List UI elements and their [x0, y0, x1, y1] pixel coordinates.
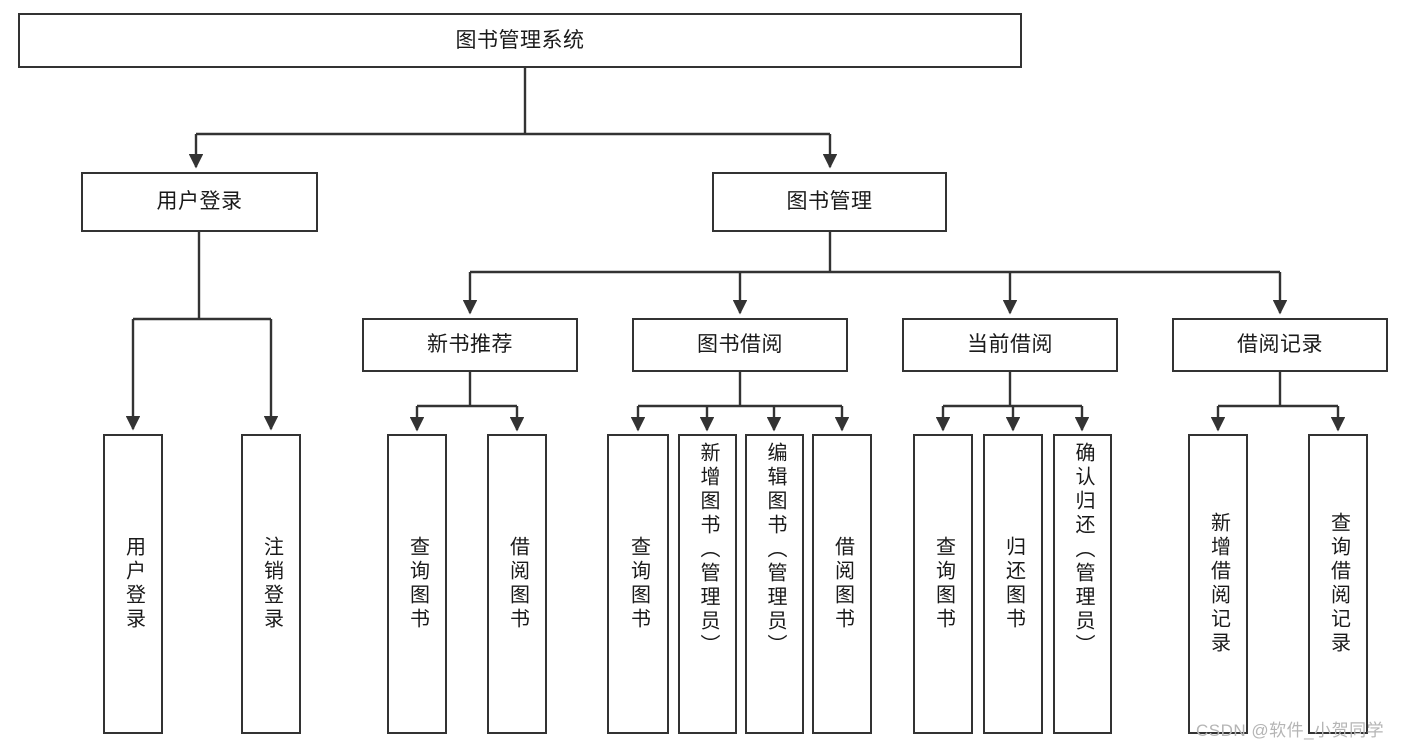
leaf-borrow-book-1-label: 借阅图书 [506, 536, 529, 632]
leaf-query-book-1[interactable]: 查询图书 [387, 434, 447, 734]
node-current-borrow-label: 当前借阅 [967, 333, 1053, 357]
leaf-query-record[interactable]: 查询借阅记录 [1308, 434, 1368, 734]
leaf-confirm-return-label: 确认归还（管理员） [1072, 442, 1094, 658]
leaf-logout-label: 注销登录 [260, 536, 283, 632]
leaf-user-login-label: 用户登录 [122, 536, 145, 632]
leaf-logout[interactable]: 注销登录 [241, 434, 301, 734]
leaf-confirm-return[interactable]: 确认归还（管理员） [1053, 434, 1112, 734]
node-root[interactable]: 图书管理系统 [18, 13, 1022, 68]
leaf-borrow-book-1[interactable]: 借阅图书 [487, 434, 547, 734]
node-book-management[interactable]: 图书管理 [712, 172, 947, 232]
leaf-return-book[interactable]: 归还图书 [983, 434, 1043, 734]
leaf-user-login[interactable]: 用户登录 [103, 434, 163, 734]
leaf-borrow-book-2-label: 借阅图书 [831, 536, 854, 632]
node-user-login-label: 用户登录 [156, 190, 243, 214]
leaf-query-book-2[interactable]: 查询图书 [607, 434, 669, 734]
node-root-label: 图书管理系统 [455, 28, 585, 52]
leaf-edit-book-label: 编辑图书（管理员） [764, 442, 786, 658]
leaf-return-book-label: 归还图书 [1002, 536, 1025, 632]
node-book-borrow-label: 图书借阅 [697, 333, 783, 357]
leaf-query-book-3-label: 查询图书 [932, 536, 955, 632]
leaf-add-book[interactable]: 新增图书（管理员） [678, 434, 737, 734]
leaf-add-record-label: 新增借阅记录 [1207, 512, 1230, 656]
node-book-management-label: 图书管理 [786, 190, 873, 214]
leaf-edit-book[interactable]: 编辑图书（管理员） [745, 434, 804, 734]
leaf-query-book-1-label: 查询图书 [406, 536, 429, 632]
leaf-query-book-3[interactable]: 查询图书 [913, 434, 973, 734]
watermark-text: CSDN @软件_小贺同学 [1196, 721, 1385, 740]
node-book-borrow[interactable]: 图书借阅 [632, 318, 848, 372]
node-borrow-records[interactable]: 借阅记录 [1172, 318, 1388, 372]
node-borrow-records-label: 借阅记录 [1237, 333, 1323, 357]
leaf-borrow-book-2[interactable]: 借阅图书 [812, 434, 872, 734]
node-new-book-recommend-label: 新书推荐 [427, 333, 513, 357]
leaf-add-book-label: 新增图书（管理员） [697, 442, 719, 658]
node-current-borrow[interactable]: 当前借阅 [902, 318, 1118, 372]
leaf-query-record-label: 查询借阅记录 [1327, 512, 1350, 656]
node-user-login[interactable]: 用户登录 [81, 172, 318, 232]
leaf-add-record[interactable]: 新增借阅记录 [1188, 434, 1248, 734]
leaf-query-book-2-label: 查询图书 [627, 536, 650, 632]
node-new-book-recommend[interactable]: 新书推荐 [362, 318, 578, 372]
